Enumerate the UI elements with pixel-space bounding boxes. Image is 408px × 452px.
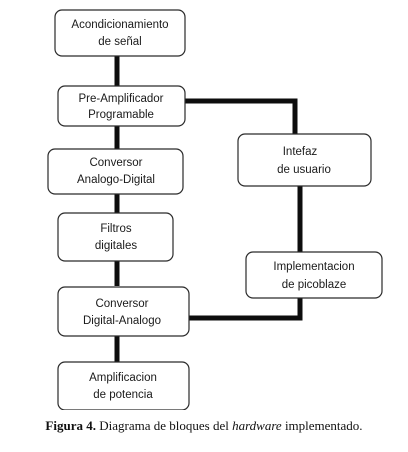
box-acondicionamiento-line-2: de señal [98,36,141,48]
box-dac-line-2: Digital-Analogo [83,315,161,327]
box-filtros-line-2: digitales [95,240,137,252]
box-adc: Conversor Analogo-Digital [47,148,184,195]
figure-caption: Figura 4. Diagrama de bloques del hardwa… [0,418,408,434]
caption-text-italic: hardware [232,418,282,433]
connectors [114,56,303,362]
box-picoblaze-line-1: Implementacion [273,261,354,273]
box-acondicionamiento: Acondicionamiento de señal [54,9,186,57]
figure-label: Figura 4. [45,418,96,433]
box-filtros-line-1: Filtros [100,223,132,235]
box-picoblaze-line-2: de picoblaze [282,279,347,291]
box-interfaz-line-1: Intefaz [283,146,318,158]
box-amplificacion-line-1: Amplificacion [89,372,157,384]
box-amplificacion-line-2: de potencia [93,389,153,401]
box-preamp-line-1: Pre-Amplificador [79,93,164,105]
box-amplificacion: Amplificacion de potencia [57,361,190,410]
box-filtros: Filtros digitales [57,212,174,262]
box-preamp: Pre-Amplificador Programable [57,85,186,127]
connector-preamp-to-interfaz [183,98,298,134]
box-interfaz: Intefaz de usuario [237,133,372,187]
box-adc-line-2: Analogo-Digital [77,174,155,186]
box-picoblaze: Implementacion de picoblaze [245,251,383,299]
caption-text-before: Diagrama de bloques del [95,418,233,433]
box-preamp-line-2: Programable [88,109,154,121]
box-adc-line-1: Conversor [89,157,142,169]
box-interfaz-line-2: de usuario [277,164,331,176]
box-acondicionamiento-line-1: Acondicionamiento [71,19,168,31]
block-diagram: Acondicionamiento de señal Pre-Amplifica… [47,9,383,410]
caption-text-after: implementado. [281,418,363,433]
connector-picoblaze-to-dac [189,298,303,321]
box-dac-line-1: Conversor [95,298,148,310]
box-dac: Conversor Digital-Analogo [57,286,190,337]
